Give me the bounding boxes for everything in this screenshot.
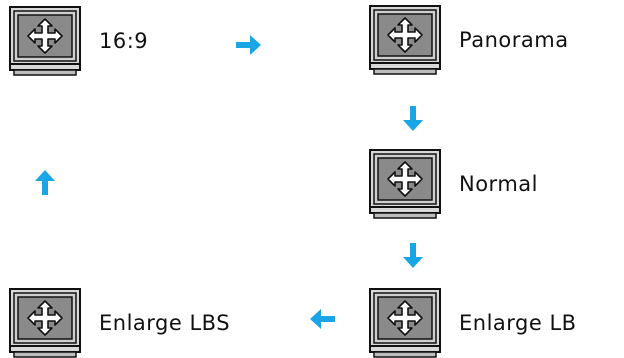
arrow-left-icon xyxy=(308,304,338,334)
mode-label-normal: Normal xyxy=(459,172,538,196)
screen-size-tv-icon xyxy=(9,6,81,76)
screen-size-tv-icon xyxy=(369,149,441,219)
arrow-down-icon xyxy=(398,103,428,133)
screen-size-tv-icon xyxy=(9,288,81,358)
mode-enlarge-lbs: Enlarge LBS xyxy=(9,288,230,358)
arrow-right-icon xyxy=(233,30,263,60)
mode-label-panorama: Panorama xyxy=(459,28,569,52)
mode-panorama: Panorama xyxy=(369,5,569,75)
mode-label-enlarge-lbs: Enlarge LBS xyxy=(99,311,230,335)
screen-size-tv-icon xyxy=(369,288,441,358)
screen-size-tv-icon xyxy=(369,5,441,75)
mode-label-enlarge-lb: Enlarge LB xyxy=(459,311,577,335)
mode-16-9: 16:9 xyxy=(9,6,148,76)
arrow-down-icon xyxy=(398,240,428,270)
arrow-up-icon xyxy=(30,168,60,198)
mode-normal: Normal xyxy=(369,149,538,219)
mode-enlarge-lb: Enlarge LB xyxy=(369,288,577,358)
mode-label-16-9: 16:9 xyxy=(99,29,148,53)
